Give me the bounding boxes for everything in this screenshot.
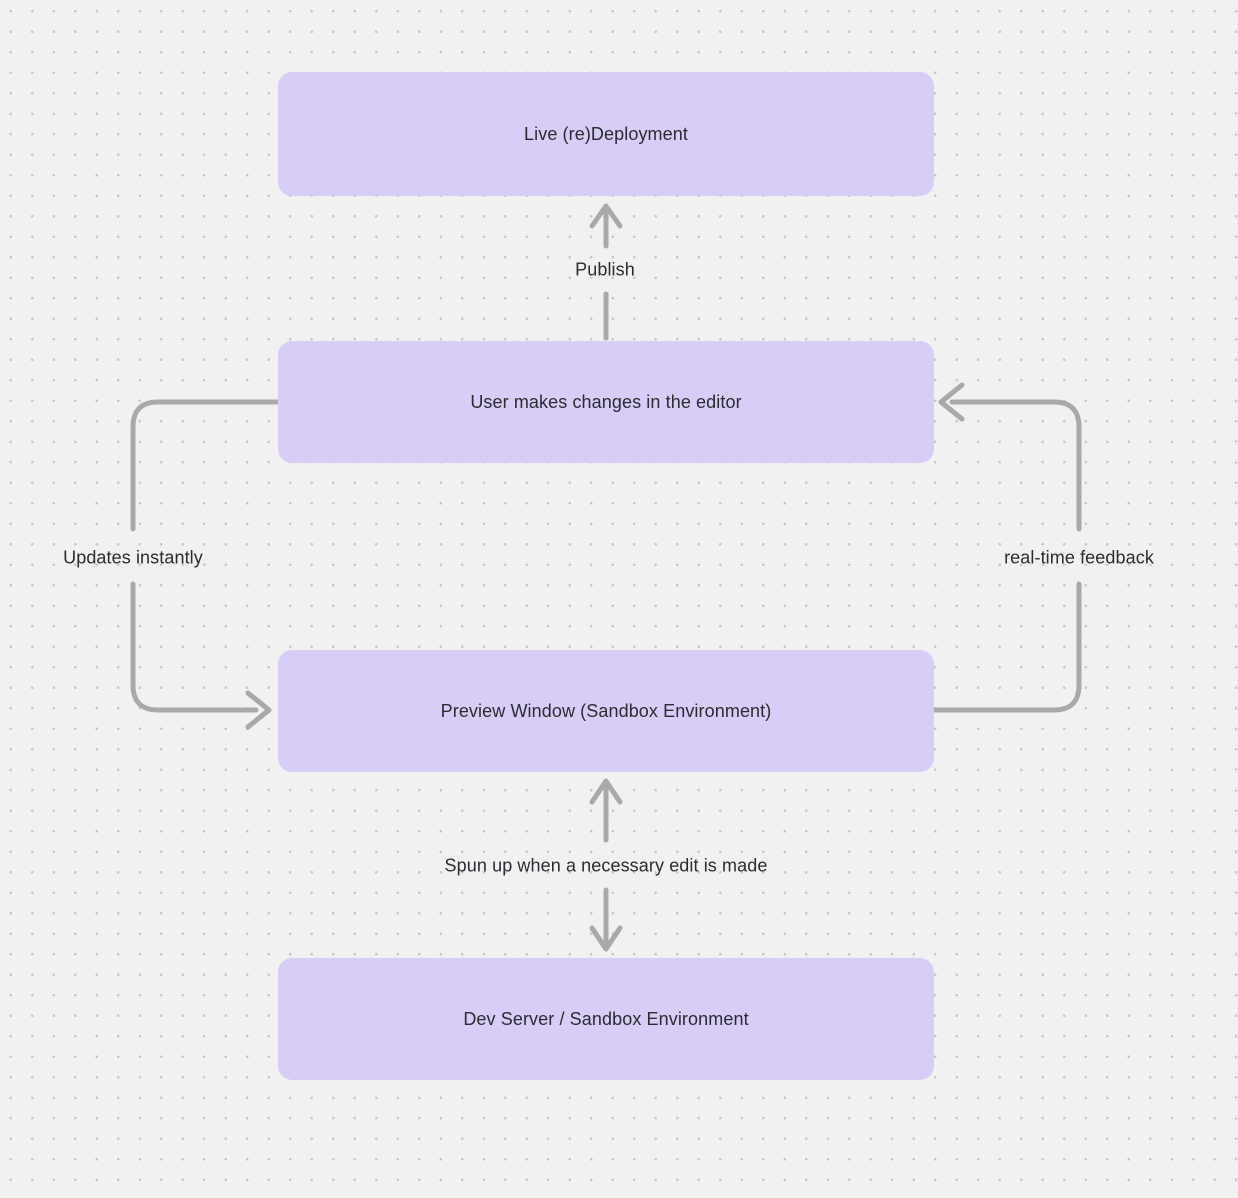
real-time-feedback-upper-segment [949, 399, 1082, 532]
updates-instantly-lower-segment [130, 581, 259, 713]
publish-arrowhead [589, 203, 623, 229]
spun-up-down-arrowhead [589, 925, 623, 952]
node-user-editor[interactable]: User makes changes in the editor [278, 341, 934, 463]
edge-label-publish: Publish [575, 259, 635, 280]
spun-up-up-arrowhead [589, 778, 623, 805]
spun-up-arrow-down [589, 887, 623, 952]
node-preview-window-label: Preview Window (Sandbox Environment) [440, 700, 772, 721]
node-live-redeployment-label: Live (re)Deployment [524, 123, 688, 144]
node-live-redeployment[interactable]: Live (re)Deployment [278, 72, 934, 196]
real-time-feedback-lower-segment [931, 581, 1082, 713]
real-time-feedback-arrow [931, 382, 1082, 713]
edge-label-real-time-feedback: real-time feedback [1004, 547, 1154, 568]
node-dev-server[interactable]: Dev Server / Sandbox Environment [278, 958, 934, 1080]
edge-label-updates-instantly: Updates instantly [63, 547, 203, 568]
node-dev-server-label: Dev Server / Sandbox Environment [463, 1008, 749, 1029]
node-user-editor-label: User makes changes in the editor [470, 391, 742, 412]
updates-instantly-arrow [130, 399, 281, 730]
updates-instantly-upper-segment [130, 399, 281, 532]
spun-up-arrow-up [589, 778, 623, 843]
node-preview-window[interactable]: Preview Window (Sandbox Environment) [278, 650, 934, 772]
publish-arrow [589, 203, 623, 341]
real-time-feedback-arrowhead [938, 382, 965, 422]
updates-instantly-arrowhead [245, 690, 272, 730]
edge-label-spun-up: Spun up when a necessary edit is made [444, 855, 768, 876]
